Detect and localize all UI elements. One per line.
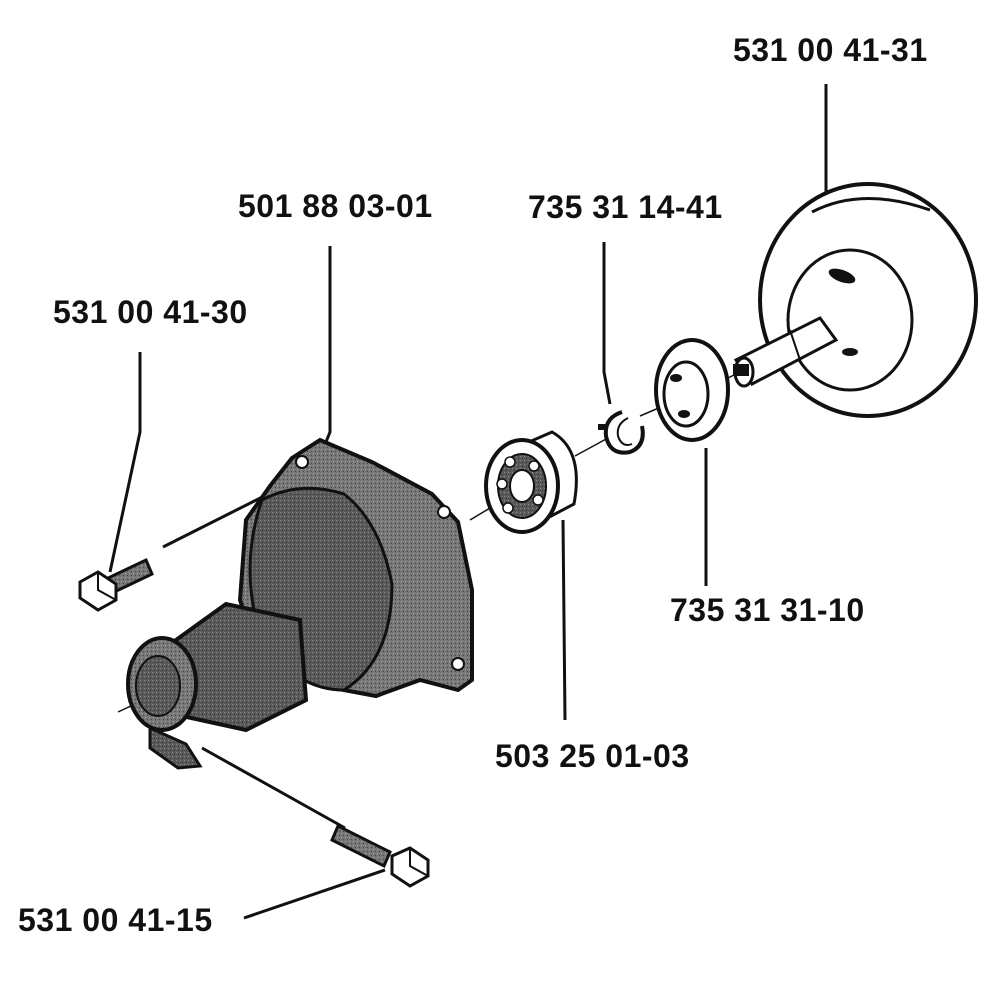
leader-screw-upper [108,352,142,573]
label-washer: 735 31 31-10 [670,592,865,628]
label-retaining-ring: 735 31 14-41 [528,189,723,225]
screw-lower [330,823,430,888]
leader-bolt-lower-axis [201,746,346,830]
leader-screw-lower [243,868,386,920]
leader-retaining-ring [602,242,612,405]
retaining-ring [598,410,645,455]
label-clutch-cover: 501 88 03-01 [238,188,433,224]
label-screw-upper: 531 00 41-30 [53,294,248,330]
screw-upper [78,557,154,612]
washer [654,338,730,442]
clutch-cover [126,437,474,770]
label-bearing: 503 25 01-03 [495,738,690,774]
label-screw-lower: 531 00 41-15 [18,902,213,938]
clutch-drum [733,182,978,418]
leader-clutch-cover [320,246,332,453]
label-clutch-drum: 531 00 41-31 [733,32,928,68]
leader-bearing [561,519,567,721]
bearing [484,430,578,534]
